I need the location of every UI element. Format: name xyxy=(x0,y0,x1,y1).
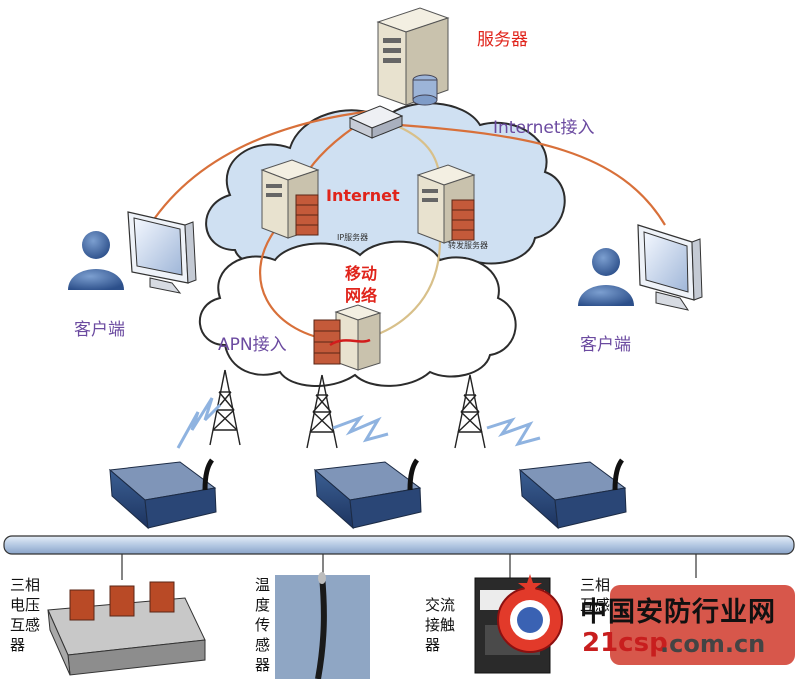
modem-2 xyxy=(313,458,422,530)
link-server-left-client xyxy=(149,108,381,226)
firewall-icon-1 xyxy=(295,194,319,236)
watermark-url-gray: .com.cn xyxy=(660,630,766,658)
user-icon-right xyxy=(578,248,634,306)
ip-server xyxy=(260,159,320,239)
server-label: 服务器 xyxy=(477,30,528,50)
mobile-network-label: 移动网络 xyxy=(345,264,378,305)
client-right-label: 客户端 xyxy=(580,335,631,355)
user-icon-left xyxy=(68,231,124,290)
firewall-icon-2 xyxy=(451,199,475,241)
internet-label: Internet xyxy=(326,186,400,205)
cell-tower-2 xyxy=(306,374,338,449)
right-device xyxy=(610,585,795,665)
modem-1 xyxy=(108,458,217,530)
client-left xyxy=(68,211,197,294)
ip-server-label: IP服务器 xyxy=(337,233,369,242)
watermark-url-red: 21csp xyxy=(582,628,668,658)
apn-access-label: APN接入 xyxy=(218,335,287,355)
device-label-right: 三相互感 xyxy=(580,576,611,614)
client-right xyxy=(578,224,703,311)
link-server-right-client xyxy=(399,123,666,226)
bus-bar xyxy=(3,535,795,580)
server-tower xyxy=(376,7,450,106)
device-label-voltage: 三相电压互感器 xyxy=(10,576,41,654)
link-ipserver-apn xyxy=(259,229,331,342)
signal-bolt-2 xyxy=(332,414,389,443)
temperature-sensor xyxy=(275,572,370,679)
apn-gateway xyxy=(313,304,382,371)
router-icon xyxy=(348,105,404,139)
forward-server xyxy=(416,164,476,244)
modem-3 xyxy=(518,458,627,530)
device-label-temperature: 温度传感器 xyxy=(255,576,271,674)
watermark-cn-text: 中国安防行业网 xyxy=(580,597,776,628)
internet-access-label: Internet接入 xyxy=(493,118,595,138)
cell-tower-3 xyxy=(454,374,486,449)
signal-bolt-3 xyxy=(486,417,541,447)
watermark-seal xyxy=(497,574,563,653)
forward-server-label: 转发服务器 xyxy=(448,241,488,250)
signal-bolt-1 xyxy=(176,397,222,449)
client-left-label: 客户端 xyxy=(74,320,125,340)
voltage-transformer xyxy=(47,581,206,676)
cell-tower-1 xyxy=(209,369,241,446)
device-label-contactor: 交流接触器 xyxy=(425,596,456,654)
